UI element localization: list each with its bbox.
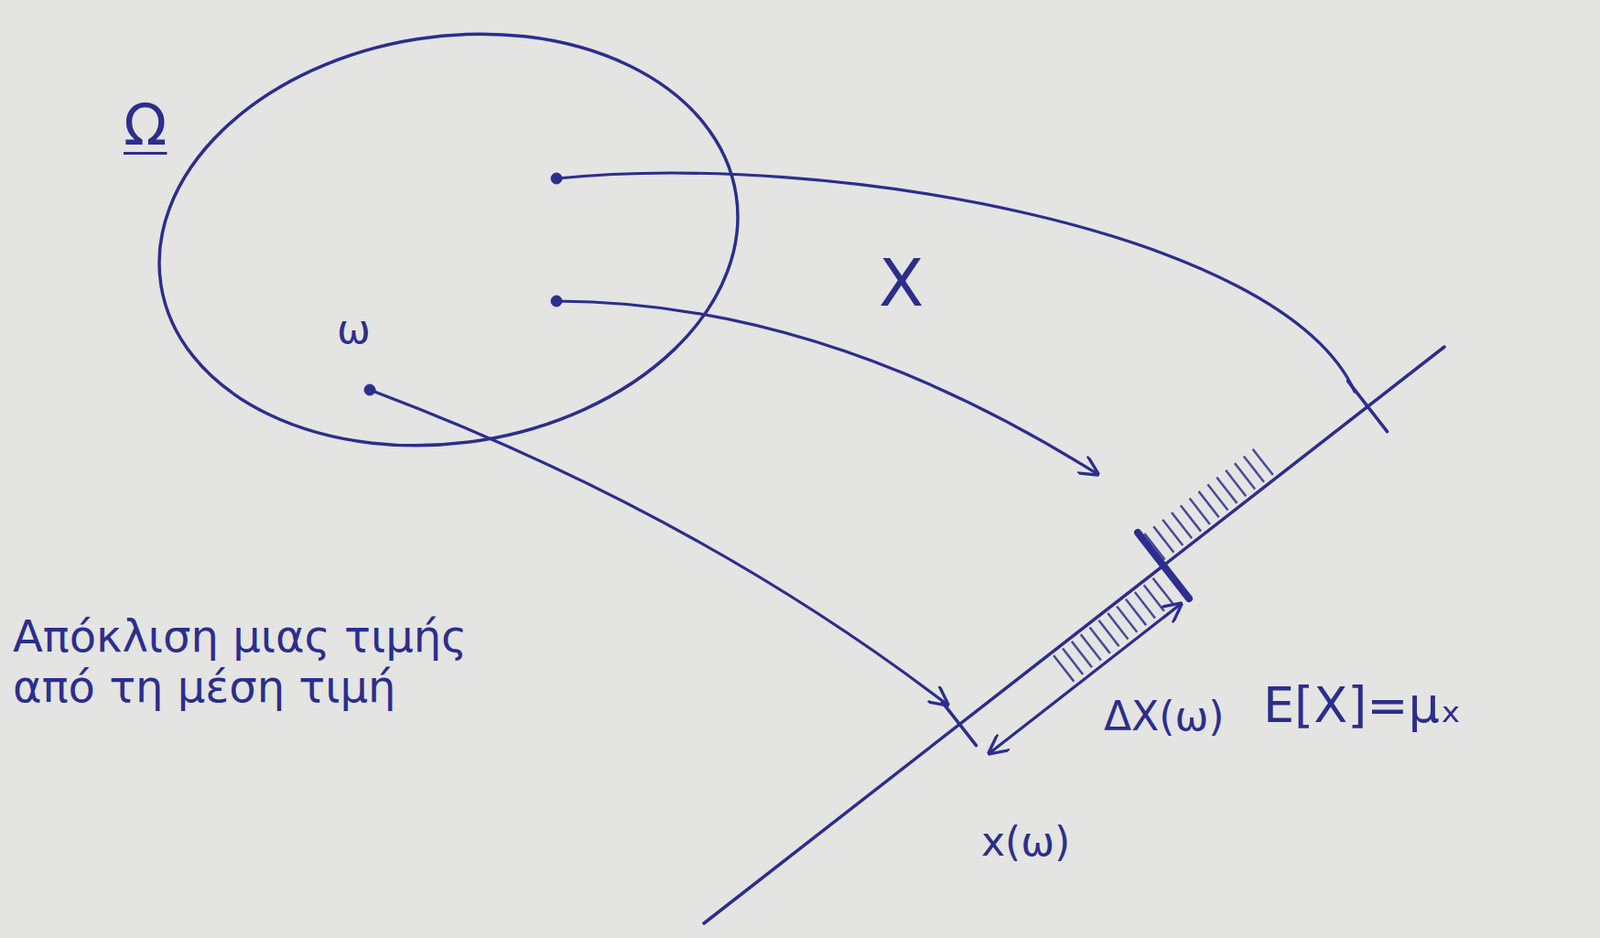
math-label: x(ω) bbox=[981, 819, 1071, 866]
math-label: ω bbox=[336, 306, 371, 354]
sample-point bbox=[551, 295, 563, 307]
mean-tick bbox=[1137, 532, 1190, 599]
math-label: Απόκλιση μιας τιμής από τη μέση τιμή bbox=[12, 611, 563, 713]
ellipse-outline bbox=[129, 27, 751, 458]
math-label: E[X]=μₓ bbox=[1263, 677, 1462, 735]
math-label: ΔX(ω) bbox=[1103, 693, 1224, 741]
mapping-arrow bbox=[556, 172, 1355, 392]
sample-space: Ω bbox=[91, 27, 751, 458]
sample-point bbox=[551, 172, 563, 184]
real-line bbox=[703, 346, 1445, 924]
hatching bbox=[1154, 457, 1270, 548]
hatching bbox=[1062, 584, 1171, 670]
set-label: Ω bbox=[123, 91, 167, 159]
value-tick bbox=[942, 702, 977, 746]
math-label: X bbox=[878, 245, 924, 322]
mapping-arrow bbox=[556, 301, 1098, 475]
sample-space-outline bbox=[91, 27, 751, 458]
sample-point bbox=[364, 384, 376, 396]
